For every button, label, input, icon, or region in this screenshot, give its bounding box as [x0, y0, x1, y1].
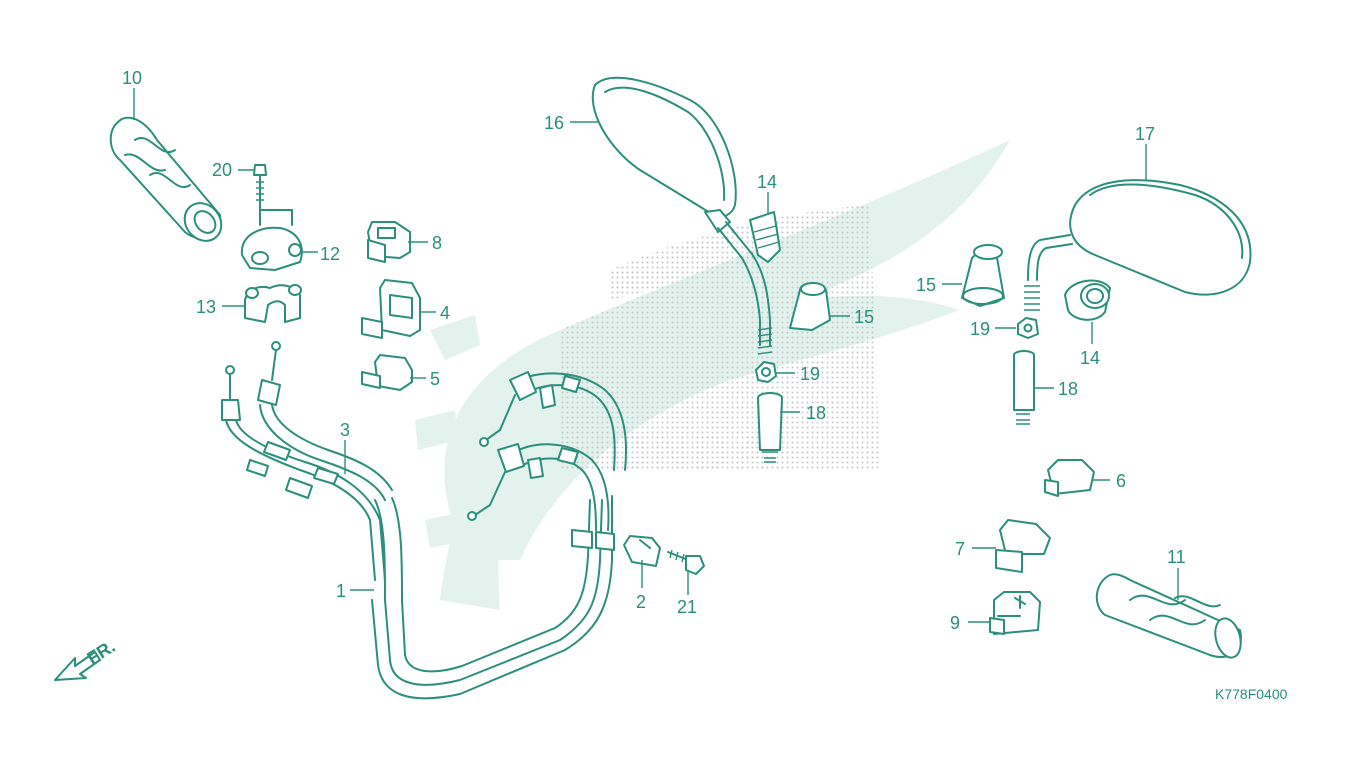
callout-5: 5 [430, 369, 440, 389]
part-8-switch [367, 221, 411, 263]
part-13-holder-lower [244, 284, 302, 323]
part-15-cover-right [961, 244, 1005, 307]
callout-3: 3 [340, 420, 350, 440]
callout-16: 16 [544, 113, 564, 133]
part-19-nut-center [755, 361, 777, 383]
part-5-switch [361, 354, 413, 391]
callout-20: 20 [212, 160, 232, 180]
part-11-right-grip [1095, 573, 1242, 659]
callout-19-right: 19 [970, 319, 990, 339]
part-9-switch [989, 591, 1041, 635]
part-18-adapter-center [757, 392, 783, 463]
callout-15-center: 15 [854, 307, 874, 327]
callout-2: 2 [636, 592, 646, 612]
part-10-left-grip [109, 116, 223, 242]
callout-15-right: 15 [916, 275, 936, 295]
callout-14-right: 14 [1080, 348, 1100, 368]
front-direction-arrow: FR. [54, 636, 119, 681]
callout-10: 10 [122, 68, 142, 88]
part-6-switch [1044, 459, 1095, 497]
watermark-text: HONDA [570, 425, 773, 481]
part-18-adapter-right [1013, 350, 1035, 425]
callout-18-center: 18 [806, 403, 826, 423]
part-4-switch [361, 279, 421, 339]
callout-4: 4 [440, 303, 450, 323]
callout-21: 21 [677, 597, 697, 617]
callout-7: 7 [955, 539, 965, 559]
part-12-holder-upper [240, 226, 303, 271]
part-15-cover-center [789, 282, 831, 331]
callout-8: 8 [432, 233, 442, 253]
part-7-switch [995, 519, 1051, 573]
drawing-code: K778F0400 [1215, 686, 1288, 702]
callout-11: 11 [1167, 547, 1186, 567]
part-3-throttle-cable [221, 341, 393, 581]
part-14-boot-left [749, 211, 781, 263]
leader-lines [133, 88, 1179, 623]
callout-14-left: 14 [757, 172, 777, 192]
part-17-right-mirror [1024, 179, 1252, 311]
callout-1: 1 [336, 581, 346, 601]
part-20-screw [253, 164, 293, 226]
callout-18-right: 18 [1058, 379, 1078, 399]
callout-12: 12 [320, 244, 340, 264]
callout-9: 9 [950, 613, 960, 633]
part-21-bolt [667, 549, 705, 575]
part-2-clamp [623, 535, 661, 567]
callout-13: 13 [196, 297, 216, 317]
callout-6: 6 [1116, 471, 1126, 491]
callout-19-center: 19 [800, 364, 820, 384]
part-19-nut-right [1017, 317, 1039, 339]
brake-cables [467, 371, 627, 531]
callout-labels: 10 20 12 13 8 4 5 3 1 2 21 16 14 15 19 1… [122, 68, 1186, 633]
part-16-left-mirror [591, 76, 773, 355]
part-1-handlebar [371, 495, 615, 700]
part-14-boot-right [1064, 279, 1111, 321]
callout-17: 17 [1135, 124, 1155, 144]
